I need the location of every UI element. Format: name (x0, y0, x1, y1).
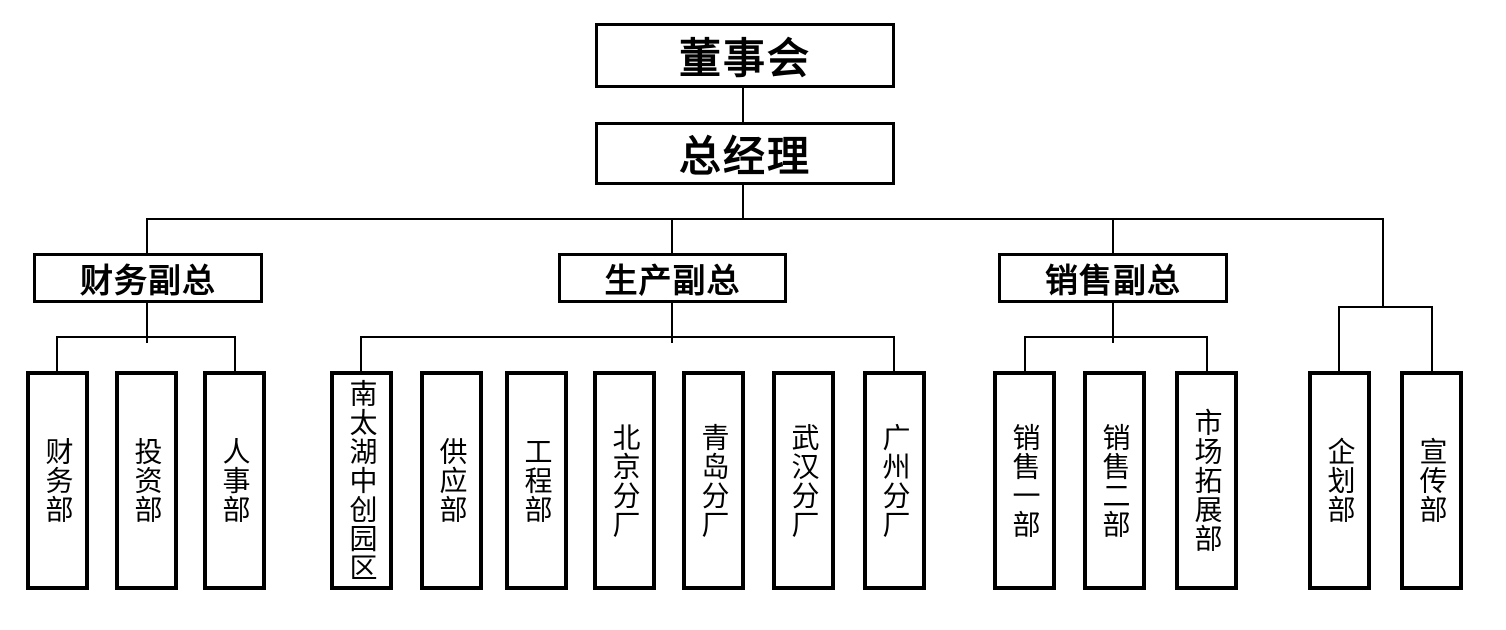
connector-gm-trunk (742, 185, 744, 218)
org-node-vp-sales: 销售副总 (998, 253, 1228, 303)
branch-wuhan-label: 武汉分厂 (787, 422, 821, 539)
org-node-board: 董事会 (595, 23, 895, 88)
branch-guangzhou-label: 广州分厂 (878, 422, 912, 539)
connector-finance-rail (56, 336, 236, 338)
org-node-vp-finance: 财务副总 (33, 253, 263, 303)
dept-planning-label: 企划部 (1323, 437, 1357, 524)
connector-staff-drop-1 (1338, 306, 1340, 371)
connector-staff-drop-2 (1431, 306, 1433, 371)
dept-supply-label: 供应部 (435, 437, 469, 524)
dept-market-expansion-label: 市场拓展部 (1190, 408, 1224, 553)
dept-sales-2: 销售二部 (1083, 371, 1146, 590)
branch-qingdao-label: 青岛分厂 (697, 422, 731, 539)
connector-board-gm (742, 88, 744, 122)
connector-drop-vp-finance (146, 218, 148, 253)
dept-planning: 企划部 (1308, 371, 1371, 590)
branch-wuhan: 武汉分厂 (772, 371, 835, 590)
branch-guangzhou: 广州分厂 (863, 371, 926, 590)
connector-finance-drop-3 (234, 336, 236, 371)
connector-finance-trunk (146, 303, 148, 338)
org-node-board-label: 董事会 (678, 34, 811, 83)
connector-drop-vp-production (671, 218, 673, 253)
connector-sales-drop-1 (1024, 336, 1026, 371)
connector-sales-trunk (1112, 303, 1114, 338)
dept-sales-2-label: 销售二部 (1098, 422, 1132, 539)
dept-publicity-label: 宣传部 (1415, 437, 1449, 524)
dept-south-taihu-park: 南太湖中创园区 (330, 371, 393, 590)
branch-beijing-label: 北京分厂 (608, 422, 642, 539)
connector-production-trunk (671, 303, 673, 338)
connector-finance-drop-1 (56, 336, 58, 371)
connector-finance-stub-2 (146, 338, 148, 343)
org-node-vp-production: 生产副总 (558, 253, 787, 303)
branch-qingdao: 青岛分厂 (682, 371, 745, 590)
dept-south-taihu-park-label: 南太湖中创园区 (345, 379, 379, 582)
dept-investment-label: 投资部 (130, 437, 164, 524)
connector-sales-drop-3 (1206, 336, 1208, 371)
connector-staff-rail (1338, 306, 1433, 308)
dept-engineering: 工程部 (505, 371, 568, 590)
branch-beijing: 北京分厂 (593, 371, 656, 590)
dept-hr: 人事部 (203, 371, 266, 590)
dept-finance-label: 财务部 (41, 437, 75, 524)
connector-sales-stub-2 (1112, 338, 1114, 343)
connector-production-stub (671, 338, 673, 343)
connector-production-drop-7 (893, 336, 895, 371)
dept-sales-1: 销售一部 (993, 371, 1056, 590)
dept-finance: 财务部 (26, 371, 89, 590)
connector-production-rail (360, 336, 895, 338)
connector-sales-rail (1024, 336, 1208, 338)
dept-market-expansion: 市场拓展部 (1175, 371, 1238, 590)
dept-engineering-label: 工程部 (520, 437, 554, 524)
dept-publicity: 宣传部 (1400, 371, 1463, 590)
connector-staff-trunk (1382, 218, 1384, 308)
org-node-vp-finance-label: 财务副总 (80, 261, 216, 300)
connector-production-drop-1 (360, 336, 362, 371)
dept-investment: 投资部 (115, 371, 178, 590)
connector-main-rail (146, 218, 1384, 220)
dept-sales-1-label: 销售一部 (1008, 422, 1042, 539)
connector-drop-vp-sales (1112, 218, 1114, 253)
org-node-vp-sales-label: 销售副总 (1045, 261, 1181, 300)
org-node-general-manager-label: 总经理 (678, 132, 811, 181)
org-node-general-manager: 总经理 (595, 122, 895, 185)
dept-supply: 供应部 (420, 371, 483, 590)
org-node-vp-production-label: 生产副总 (604, 261, 741, 300)
dept-hr-label: 人事部 (218, 437, 252, 524)
